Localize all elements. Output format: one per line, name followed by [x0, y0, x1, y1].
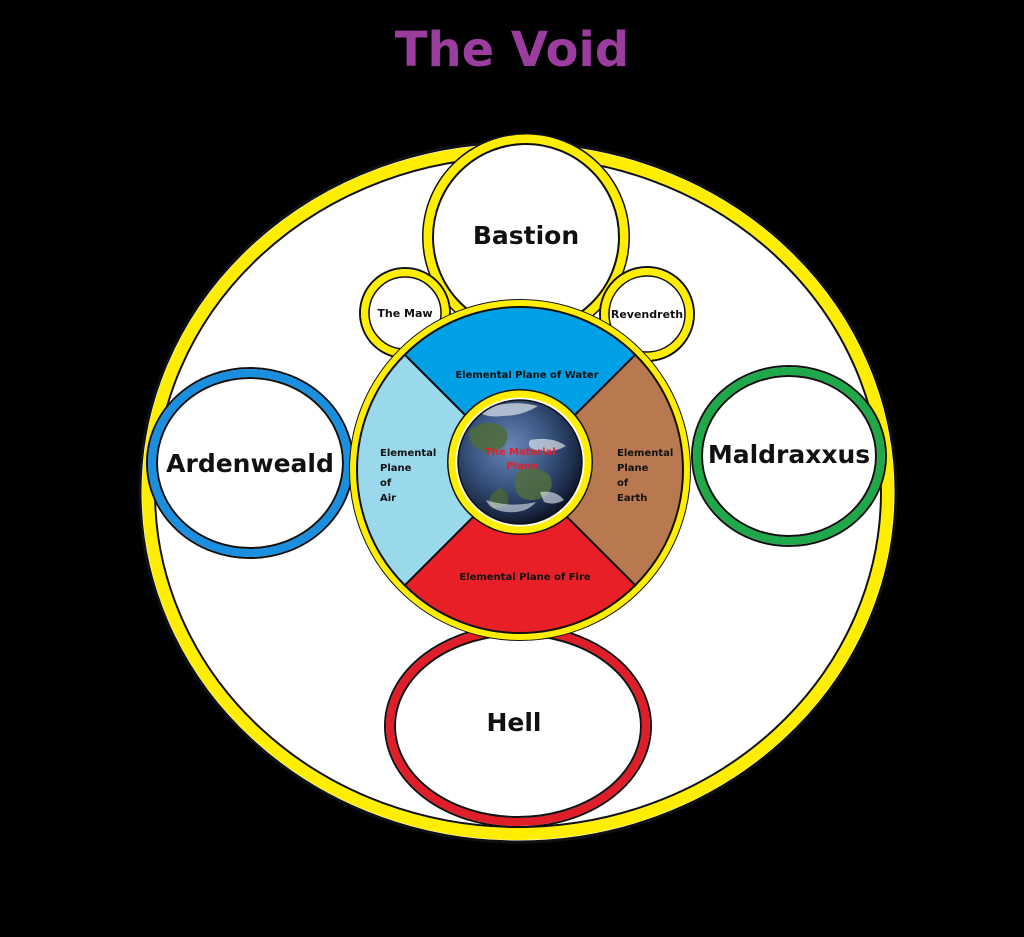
realm-ardenweald: Ardenweald [146, 367, 354, 559]
plane-earth-label: Elemental Plane of Earth [617, 448, 677, 504]
material-plane-label: The Material Plane [485, 447, 560, 472]
plane-air-line: of [380, 478, 392, 489]
plane-earth-line: Plane [617, 463, 649, 474]
material-plane-line: The Material [485, 447, 556, 458]
plane-air-label: Elemental Plane of Air [380, 448, 440, 504]
the-maw-label: The Maw [377, 307, 432, 320]
plane-earth-line: Earth [617, 493, 647, 504]
earth-globe-icon [458, 400, 582, 524]
material-plane-line: Plane [506, 461, 538, 472]
realm-hell: Hell [384, 624, 652, 828]
hell-label: Hell [486, 708, 541, 737]
plane-water-label: Elemental Plane of Water [455, 370, 598, 381]
plane-air-line: Air [380, 493, 396, 504]
plane-air-line: Plane [380, 463, 412, 474]
maldraxxus-label: Maldraxxus [708, 440, 870, 469]
page-title: The Void [395, 22, 630, 78]
ardenweald-label: Ardenweald [166, 449, 334, 478]
revendreth-label: Revendreth [611, 308, 683, 321]
realm-maldraxxus: Maldraxxus [691, 365, 887, 547]
plane-air-line: Elemental [380, 448, 436, 459]
plane-earth-line: Elemental [617, 448, 673, 459]
plane-fire-label: Elemental Plane of Fire [459, 572, 591, 583]
bastion-label: Bastion [473, 221, 579, 250]
material-plane: The Material Plane [447, 389, 593, 535]
plane-earth-line: of [617, 478, 629, 489]
